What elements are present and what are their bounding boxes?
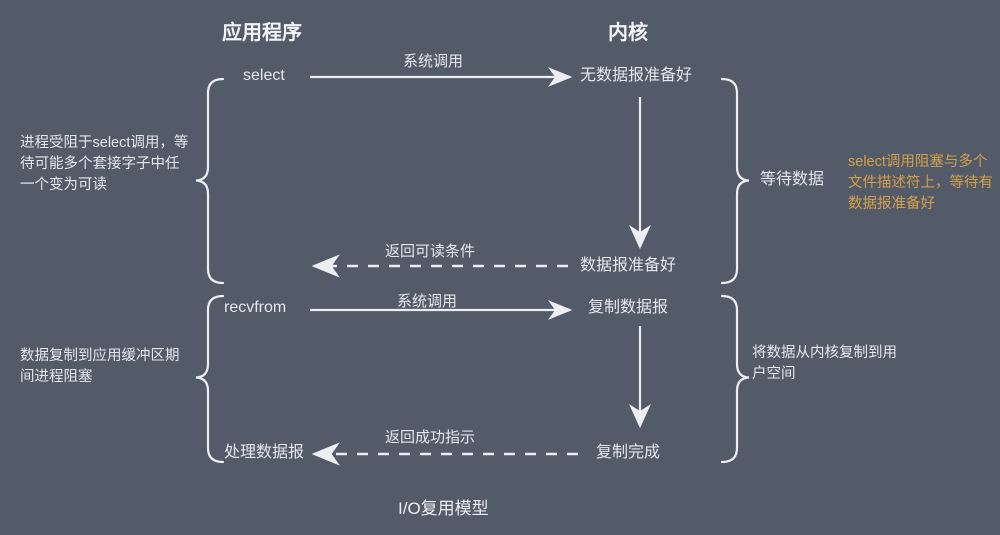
step-datagram-ready: 数据报准备好	[580, 257, 677, 274]
step-copy-datagram: 复制数据报	[588, 299, 669, 316]
diagram-caption: I/O复用模型	[398, 499, 489, 518]
arrow-label-return-readable: 返回可读条件	[385, 243, 476, 260]
arrow-label-syscall-recvfrom: 系统调用	[397, 293, 458, 310]
step-no-datagram-ready: 无数据报准备好	[580, 67, 693, 84]
step-recvfrom: recvfrom	[224, 299, 287, 316]
column-title-kernel: 内核	[608, 22, 648, 44]
brace-right-wait-data	[720, 77, 750, 285]
step-copy-complete: 复制完成	[596, 444, 661, 461]
note-select-multiplex: select调用阻塞与多个文件描述符上，等待有数据报准备好	[848, 154, 993, 212]
phase-copy-data: 将数据从内核复制到用户空间	[752, 345, 897, 382]
note-copy-blocked: 数据复制到应用缓冲区期间进程阻塞	[20, 348, 180, 385]
step-process-datagram: 处理数据报	[224, 444, 305, 461]
arrow-label-return-success: 返回成功指示	[385, 429, 476, 446]
step-select: select	[243, 67, 285, 84]
arrow-label-syscall-select: 系统调用	[403, 53, 464, 70]
note-select-blocked: 进程受阻于select调用，等待可能多个套接字子中任一个变为可读	[20, 135, 189, 193]
brace-left-select	[195, 77, 225, 285]
phase-wait-data: 等待数据	[760, 171, 825, 188]
brace-left-recvfrom	[195, 294, 225, 464]
column-title-application: 应用程序	[222, 22, 302, 44]
brace-right-copy-data	[720, 294, 750, 464]
